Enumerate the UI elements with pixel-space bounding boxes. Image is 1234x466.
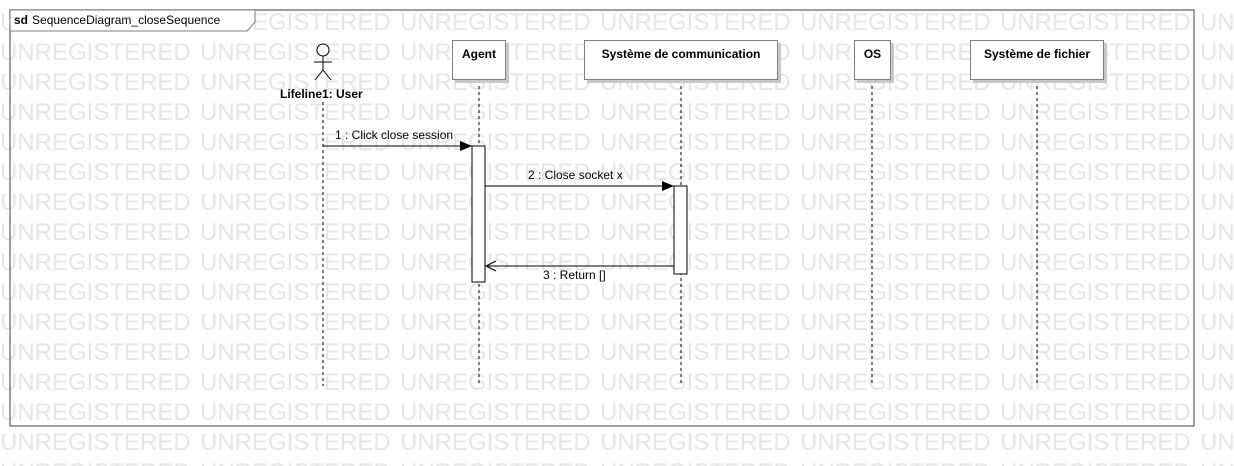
frame-name: SequenceDiagram_closeSequence [32,13,221,27]
message-1-arrowhead [460,141,472,151]
stick-figure-icon [314,43,332,81]
message-2-label: 2 : Close socket x [528,168,623,182]
message-2-arrowhead [662,181,674,191]
message-1-label: 1 : Click close session [335,128,454,142]
lifeline-head-os: OS [854,40,891,80]
activation-bar-communication [673,185,688,275]
message-3-label: 3 : Return [] [543,268,606,282]
diagram-frame [9,9,1195,427]
lifeline-head-communication: Système de communication [584,40,778,80]
frame-label-tab [9,9,256,32]
message-3-arrowhead [484,260,497,272]
frame-keyword: sd [14,13,29,27]
activation-bar-agent [471,145,486,283]
lifeline-head-fichier: Système de fichier [970,40,1104,80]
lifeline-head-agent: Agent [452,40,506,80]
actor-label: Lifeline1: User [280,87,363,101]
